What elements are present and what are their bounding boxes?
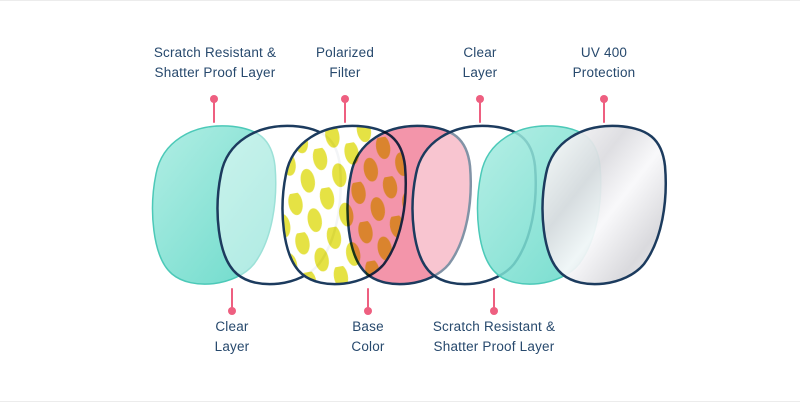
label-line: Layer [462, 65, 498, 81]
label-line: Color [351, 339, 385, 355]
label-line: Scratch Resistant & [432, 319, 556, 334]
pointer-clear-layer-top [476, 95, 484, 123]
label-base-color: Base Color [351, 317, 384, 358]
pointer-scratch-resistant-top [210, 95, 218, 123]
lens-uv400 [541, 124, 667, 286]
label-line: Base [352, 319, 384, 334]
label-uv400: UV 400 Protection [573, 43, 636, 84]
pointer-uv400 [600, 95, 608, 123]
pointer-base-color [364, 288, 372, 315]
label-line: Filter [329, 65, 361, 81]
label-line: Scratch Resistant & [153, 45, 277, 60]
label-line: Layer [214, 339, 250, 355]
label-line: Protection [572, 65, 636, 81]
pointer-scratch-resistant-bottom [490, 288, 498, 315]
pointer-polarized-filter [341, 95, 349, 123]
label-line: UV 400 [580, 45, 628, 60]
label-clear-layer-bottom: Clear Layer [215, 317, 250, 358]
label-line: Shatter Proof Layer [433, 339, 555, 355]
label-polarized-filter: Polarized Filter [316, 43, 374, 84]
label-clear-layer-top: Clear Layer [463, 43, 498, 84]
label-scratch-resistant-top: Scratch Resistant & Shatter Proof Layer [154, 43, 276, 84]
pointer-clear-layer-bottom [228, 288, 236, 315]
label-line: Shatter Proof Layer [154, 65, 276, 81]
label-scratch-resistant-bottom: Scratch Resistant & Shatter Proof Layer [433, 317, 555, 358]
label-line: Clear [463, 45, 497, 60]
label-line: Clear [215, 319, 249, 334]
label-line: Polarized [315, 45, 375, 60]
